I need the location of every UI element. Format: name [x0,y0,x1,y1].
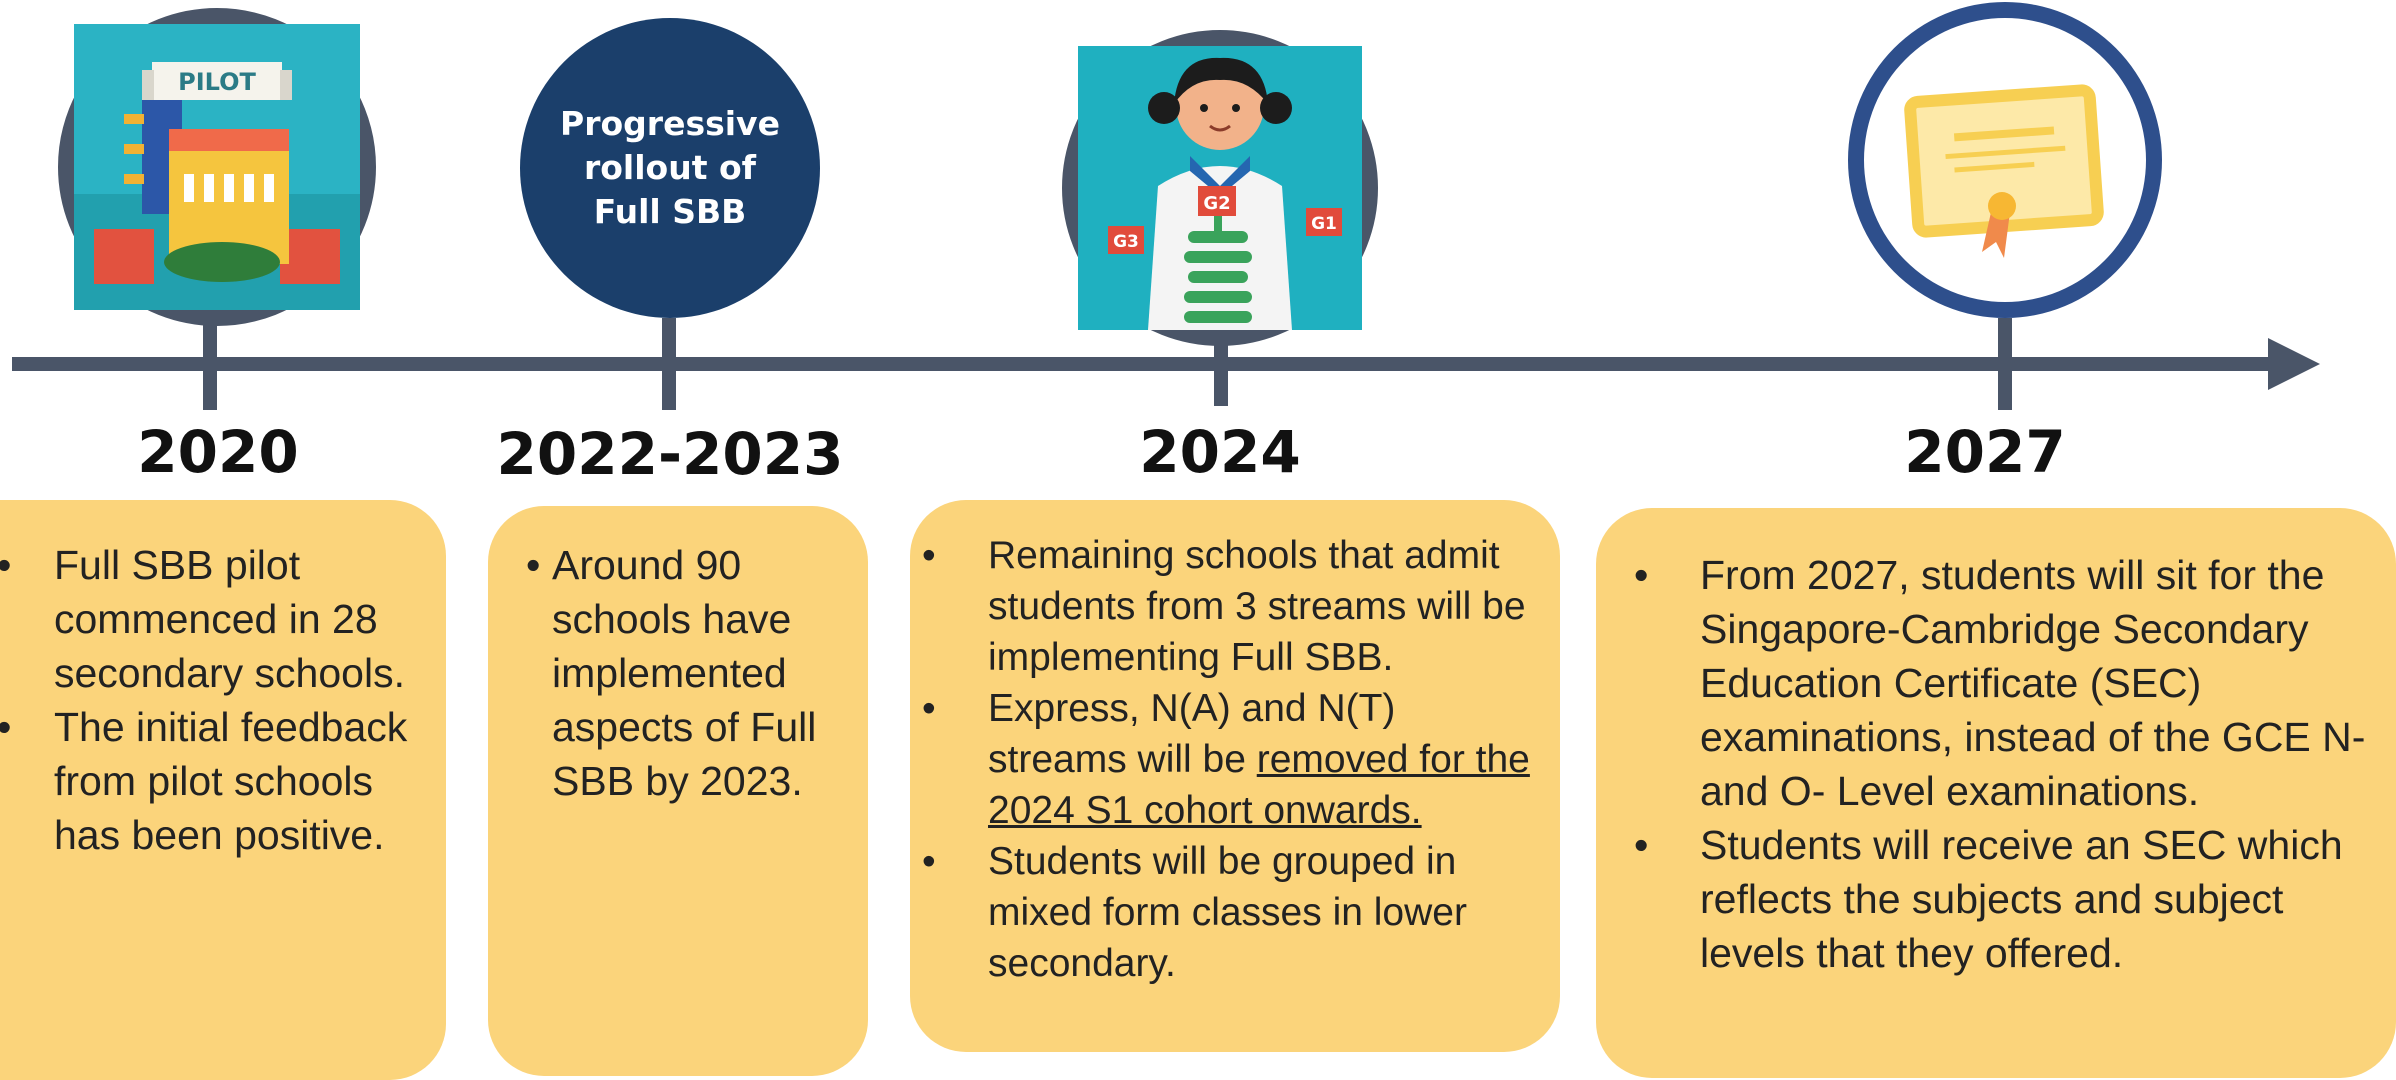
certificate-icon [1904,84,2104,258]
milestone-2022-2023-box: Around 90 schools have implemented aspec… [488,506,868,1076]
book-label-g2: G2 [1203,193,1230,214]
student-circle: G2 G3 G1 [1062,30,1378,346]
book-label-g1: G1 [1311,214,1337,234]
tick-2022-2023 [662,318,676,410]
year-2024: 2024 [1139,418,1301,486]
year-2020: 2020 [137,418,299,486]
tick-2024 [1214,328,1228,406]
bullet-item: From 2027, students will sit for the Sin… [1596,548,2366,818]
tick-2020 [203,318,217,410]
milestone-2027-bullets: From 2027, students will sit for the Sin… [1596,548,2366,980]
bullet-item: Remaining schools that admit students fr… [910,530,1540,683]
student-with-books-icon: G2 G3 G1 [1078,46,1362,330]
milestone-2024-bullets: Remaining schools that admit students fr… [910,530,1540,989]
bullet-item: Students will be grouped in mixed form c… [910,836,1540,989]
pilot-badge-text: PILOT [178,68,256,96]
bullet-item: Full SBB pilot commenced in 28 secondary… [0,538,416,700]
pilot-school-icon: PILOT [74,24,360,310]
bullet-text: Express, N(A) and N(T) streams will be [988,687,1396,781]
milestone-2024-box: Remaining schools that admit students fr… [910,500,1560,1052]
milestone-2020-box: Full SBB pilot commenced in 28 secondary… [0,500,446,1080]
bullet-item: Express, N(A) and N(T) streams will be r… [910,683,1540,836]
rollout-circle: Progressive rollout of Full SBB [520,18,820,318]
milestone-2022-2023-bullets: Around 90 schools have implemented aspec… [512,538,838,808]
timeline-axis [12,357,2282,371]
tick-2027 [1998,318,2012,410]
pilot-school-circle: PILOT [58,8,376,326]
rollout-circle-text: Progressive rollout of Full SBB [560,104,780,231]
milestone-2020-bullets: Full SBB pilot commenced in 28 secondary… [0,538,416,862]
year-2027: 2027 [1904,418,2066,486]
bullet-item: Students will receive an SEC which refle… [1596,818,2366,980]
year-2022-2023: 2022-2023 [496,420,844,488]
certificate-circle [1848,2,2162,318]
book-label-g3: G3 [1113,232,1139,252]
underlined-text: removed for the 2024 S1 cohort onwards. [988,738,1530,832]
bullet-item: Around 90 schools have implemented aspec… [512,538,838,808]
milestone-2027-box: From 2027, students will sit for the Sin… [1596,508,2396,1078]
bullet-item: The initial feedback from pilot schools … [0,700,416,862]
timeline-arrowhead [2268,338,2320,390]
